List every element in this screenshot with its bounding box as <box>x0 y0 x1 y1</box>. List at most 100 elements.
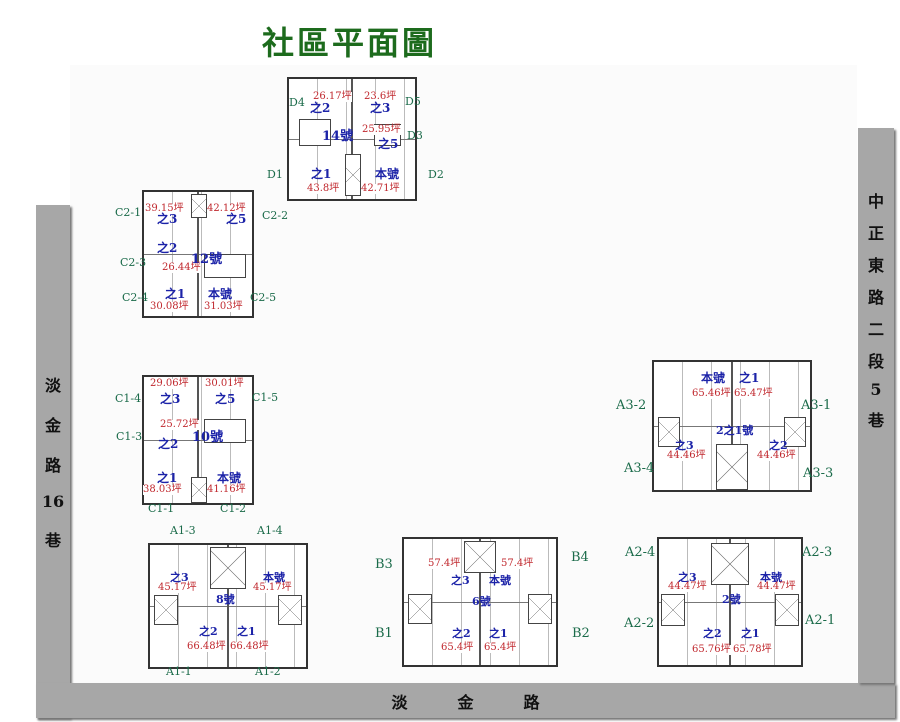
road-label-char: 金 <box>457 692 474 712</box>
unit-area: 57.4坪 <box>428 558 461 569</box>
unit-area: 65.4坪 <box>441 642 474 653</box>
stair-core <box>661 594 685 626</box>
unit-name: 之1 <box>165 287 186 301</box>
unit-code: A2-3 <box>802 545 833 560</box>
unit-name: 之1 <box>237 625 256 638</box>
unit-code: C2-2 <box>262 209 289 222</box>
road-label-char: 巷 <box>44 531 61 550</box>
unit-code: D5 <box>405 95 421 108</box>
unit-code: D3 <box>407 129 423 142</box>
road-label-char: 二 <box>867 320 884 339</box>
page-title: 社區平面圖 <box>262 24 438 62</box>
building-8-plan <box>148 543 308 669</box>
unit-name: 之5 <box>226 212 247 226</box>
unit-name: 本號 <box>263 571 285 584</box>
unit-code: A3-2 <box>616 398 647 413</box>
unit-area: 39.15坪 <box>145 203 184 214</box>
unit-area: 65.4坪 <box>484 642 517 653</box>
road-label-char: 巷 <box>867 411 884 430</box>
unit-code: C1-1 <box>148 502 175 515</box>
unit-name: 之2 <box>158 437 179 451</box>
stair-core <box>191 194 207 218</box>
unit-area: 45.17坪 <box>253 582 292 593</box>
building-number: 2號 <box>722 593 741 606</box>
road-label-char: 路 <box>867 288 884 307</box>
unit-code: A1-4 <box>257 524 283 537</box>
unit-area: 23.6坪 <box>364 91 397 102</box>
building-number: 10號 <box>192 430 224 445</box>
unit-area: 30.01坪 <box>205 378 244 389</box>
unit-code: A2-2 <box>624 616 655 631</box>
unit-name: 之1 <box>741 627 760 640</box>
unit-code: B3 <box>375 557 393 572</box>
unit-area: 44.46坪 <box>757 450 796 461</box>
unit-name: 之2 <box>452 627 471 640</box>
unit-code: A3-1 <box>801 398 832 413</box>
unit-name: 之3 <box>170 571 189 584</box>
unit-name: 之3 <box>451 574 470 587</box>
unit-name: 之1 <box>489 627 508 640</box>
road-label-char: 段 <box>867 352 884 371</box>
stair-core <box>278 595 302 625</box>
road-label-char: 淡 <box>391 692 408 712</box>
unit-area: 65.46坪 <box>692 388 731 399</box>
unit-name: 之3 <box>160 392 181 406</box>
unit-code: A1-2 <box>255 665 281 678</box>
unit-name: 本號 <box>208 287 233 301</box>
unit-name: 本號 <box>375 167 400 181</box>
stair-core <box>528 594 552 624</box>
unit-code: A2-1 <box>805 613 836 628</box>
building-number: 8號 <box>216 593 235 606</box>
unit-name: 之3 <box>675 439 694 452</box>
road-bottom: 淡 金 路 <box>36 683 895 718</box>
unit-name: 之3 <box>678 571 697 584</box>
unit-name: 之2 <box>199 625 218 638</box>
road-label-char: 金 <box>44 416 61 435</box>
unit-name: 本號 <box>701 371 726 385</box>
unit-name: 之5 <box>215 392 236 406</box>
unit-name: 本號 <box>760 571 782 584</box>
unit-area: 65.78坪 <box>733 644 772 655</box>
stair-core <box>784 417 806 447</box>
unit-code: A3-4 <box>624 461 655 476</box>
elevator-core <box>210 547 246 589</box>
unit-code: C2-1 <box>115 206 142 219</box>
unit-code: A3-3 <box>803 466 834 481</box>
unit-code: C1-2 <box>220 502 247 515</box>
stair-core <box>408 594 432 624</box>
unit-area: 57.4坪 <box>501 558 534 569</box>
unit-area: 65.76坪 <box>692 644 731 655</box>
unit-area: 66.48坪 <box>230 641 269 652</box>
unit-name: 本號 <box>489 574 511 587</box>
unit-area: 42.12坪 <box>207 203 246 214</box>
unit-code: C1-5 <box>252 391 279 404</box>
unit-area: 26.44坪 <box>162 262 201 273</box>
unit-code: C2-5 <box>250 291 277 304</box>
unit-name: 之2 <box>703 627 722 640</box>
elevator-core <box>716 444 748 490</box>
unit-area: 26.17坪 <box>313 91 352 102</box>
unit-area: 43.8坪 <box>307 183 340 194</box>
unit-code: D1 <box>267 168 283 181</box>
unit-code: B4 <box>571 550 589 565</box>
unit-area: 38.03坪 <box>143 484 182 495</box>
building-number: 6號 <box>472 595 491 608</box>
elevator-core <box>464 541 496 573</box>
building-number: 12號 <box>191 252 223 267</box>
stair-core <box>154 595 178 625</box>
unit-area: 66.48坪 <box>187 641 226 652</box>
building-2-1-plan <box>652 360 812 492</box>
building-10-plan <box>142 375 254 505</box>
road-label-char: 中 <box>867 192 884 211</box>
room <box>204 254 246 278</box>
unit-name: 之1 <box>739 371 760 385</box>
unit-code: C2-4 <box>122 291 149 304</box>
unit-name: 之3 <box>157 212 178 226</box>
unit-code: D2 <box>428 168 444 181</box>
unit-code: A2-4 <box>625 545 656 560</box>
building-number: 14號 <box>322 129 354 144</box>
unit-area: 29.06坪 <box>150 378 189 389</box>
unit-name: 之5 <box>378 137 399 151</box>
room <box>299 119 331 146</box>
